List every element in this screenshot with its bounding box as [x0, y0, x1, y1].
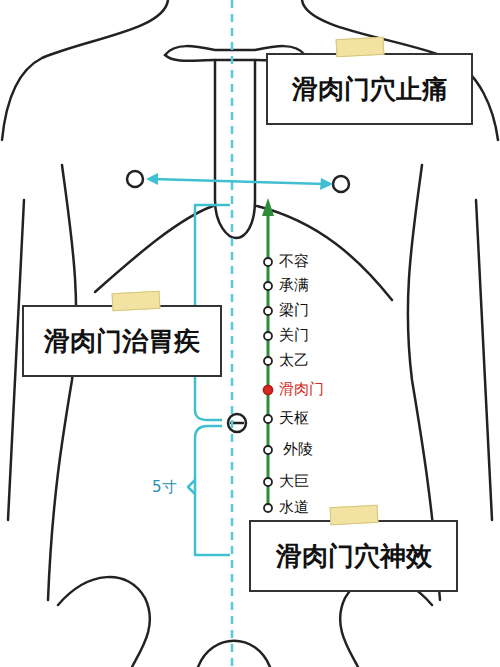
tape-strip	[330, 505, 379, 525]
acupoint-label: 梁门	[279, 302, 309, 319]
note-box: 滑肉门穴神效	[249, 520, 458, 592]
acupoint-label: 天枢	[279, 410, 309, 427]
acupoint-label: 太乙	[279, 352, 309, 369]
tape-strip	[112, 291, 161, 311]
box-title: 滑肉门治胃疾	[36, 321, 208, 361]
note-box: 滑肉门治胃疾	[22, 305, 222, 377]
box-title: 滑肉门穴神效	[263, 536, 444, 576]
tape-strip	[336, 37, 385, 57]
acupoint-label: 水道	[279, 499, 309, 516]
note-box: 滑肉门穴止痛	[266, 53, 473, 125]
acupoint-label: 外陵	[283, 441, 313, 458]
acupoint-label: 滑肉门	[279, 381, 324, 398]
acupoint-label: 大巨	[279, 473, 309, 490]
dimension-label: 5寸	[152, 479, 177, 496]
acupoint-label: 不容	[279, 253, 309, 270]
box-title: 滑肉门穴止痛	[280, 69, 459, 109]
acupoint-label: 关门	[279, 327, 309, 344]
acupoint-label: 承满	[279, 277, 309, 294]
